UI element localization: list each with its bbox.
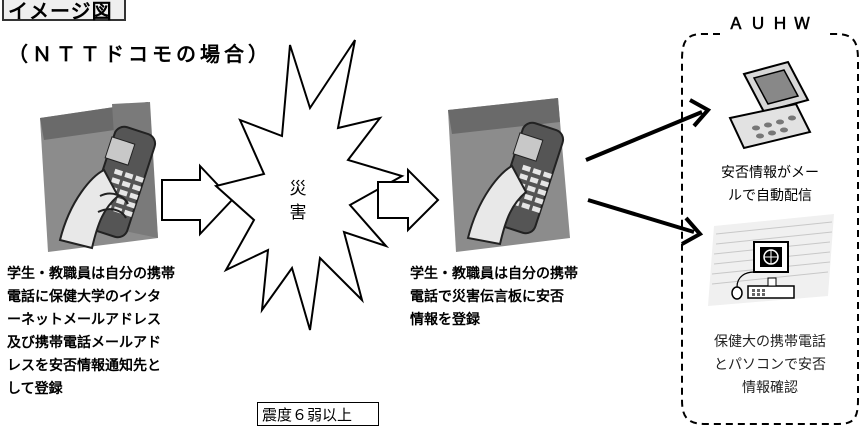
caption-line: 情報を登録 (410, 312, 480, 328)
flow-arrow-2 (377, 167, 440, 233)
flip-phone-icon (728, 60, 812, 150)
phone-in-hand-icon-middle (448, 98, 570, 252)
caption-line: 電話に保健大学のインタ (7, 289, 161, 305)
middle-caption: 学生・教職員は自分の携帯 電話で災害伝言板に安否 情報を登録 (410, 263, 650, 332)
diagram-title: イメージ図 (2, 0, 126, 23)
caption-line: ーネットメールアドレス (7, 312, 161, 328)
caption-line: ルで自動配信 (728, 188, 812, 204)
caption-line: 情報確認 (742, 380, 798, 396)
computer-icon (708, 214, 834, 306)
left-caption: 学生・教職員は自分の携帯 電話に保健大学のインタ ーネットメールアドレス 及び携… (7, 263, 247, 401)
caption-line: 学生・教職員は自分の携帯 (410, 266, 578, 282)
caption-line: とパソコンで安否 (714, 357, 826, 373)
caption-line: 学生・教職員は自分の携帯 (7, 266, 175, 282)
caption-line: 電話で災害伝言板に安否 (410, 289, 564, 305)
caption-line: レスを安否情報通知先と (7, 358, 161, 374)
disaster-starburst (213, 39, 405, 331)
disaster-text-1: 災 (290, 179, 307, 199)
auhw-container (681, 33, 859, 425)
caption-line: 安否情報がメー (721, 165, 819, 181)
caption-line: して登録 (7, 381, 63, 397)
pc-caption: 保健大の携帯電話 とパソコンで安否 情報確認 (690, 331, 850, 400)
diagram-subtitle: （ＮＴＴドコモの場合） (8, 42, 272, 66)
quake-threshold-label: 震度６弱以上 (257, 402, 379, 426)
phone-in-hand-icon-left (40, 102, 158, 252)
auhw-label: ＡＵＨＷ (720, 10, 824, 34)
mail-caption: 安否情報がメー ルで自動配信 (690, 162, 850, 208)
disaster-text-2: 害 (290, 203, 307, 223)
flow-arrow-1 (161, 163, 234, 237)
caption-line: 及び携帯電話メールアド (7, 335, 161, 351)
distribution-arrows (585, 98, 712, 246)
caption-line: 保健大の携帯電話 (714, 334, 826, 350)
